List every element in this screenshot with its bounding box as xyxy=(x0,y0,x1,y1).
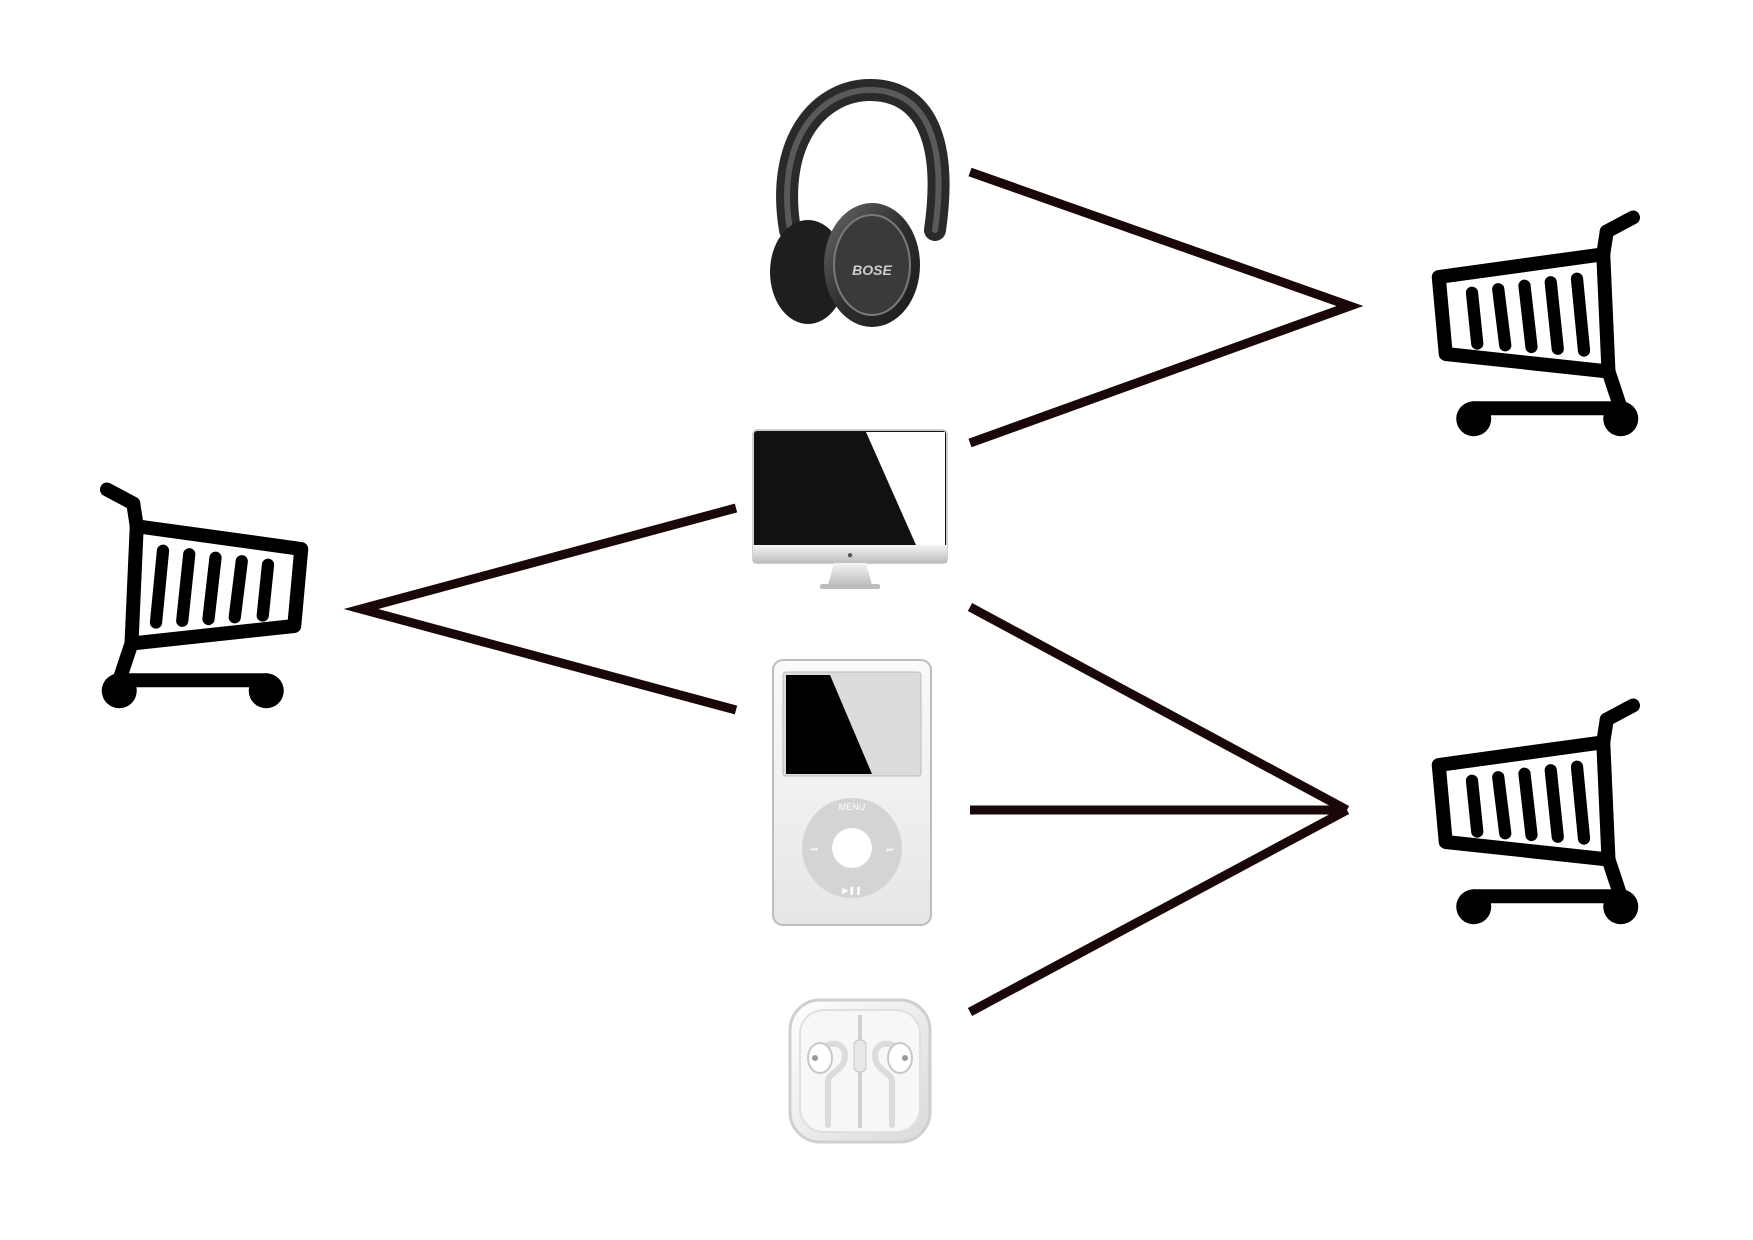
headphones-brand: BOSE xyxy=(852,262,892,278)
desktop-monitor-icon: ● xyxy=(752,429,948,589)
connector-bottom-right-monitor xyxy=(967,603,1350,814)
headphones-icon: BOSE xyxy=(770,78,950,327)
ipod-next-label: ⏭ xyxy=(886,845,893,854)
shopping-cart-icon xyxy=(102,490,302,709)
ipod-play-label: ▶❚❚ xyxy=(842,886,862,895)
connection-lines xyxy=(343,167,1364,1016)
ipod-prev-label: ⏮ xyxy=(810,845,817,854)
ipod-menu-label: MENU xyxy=(839,802,866,812)
svg-text:●: ● xyxy=(847,550,853,561)
ipod-icon: MENU ⏮ ⏭ ▶❚❚ xyxy=(772,659,932,926)
connector-top-right-cart xyxy=(968,167,1364,448)
shopping-cart-icon xyxy=(1439,218,1639,437)
connector-bottom-right-earphones xyxy=(967,806,1350,1016)
earphones-icon xyxy=(788,998,932,1144)
shopping-cart-icon xyxy=(1439,706,1639,925)
connector-left-cart xyxy=(343,503,738,715)
